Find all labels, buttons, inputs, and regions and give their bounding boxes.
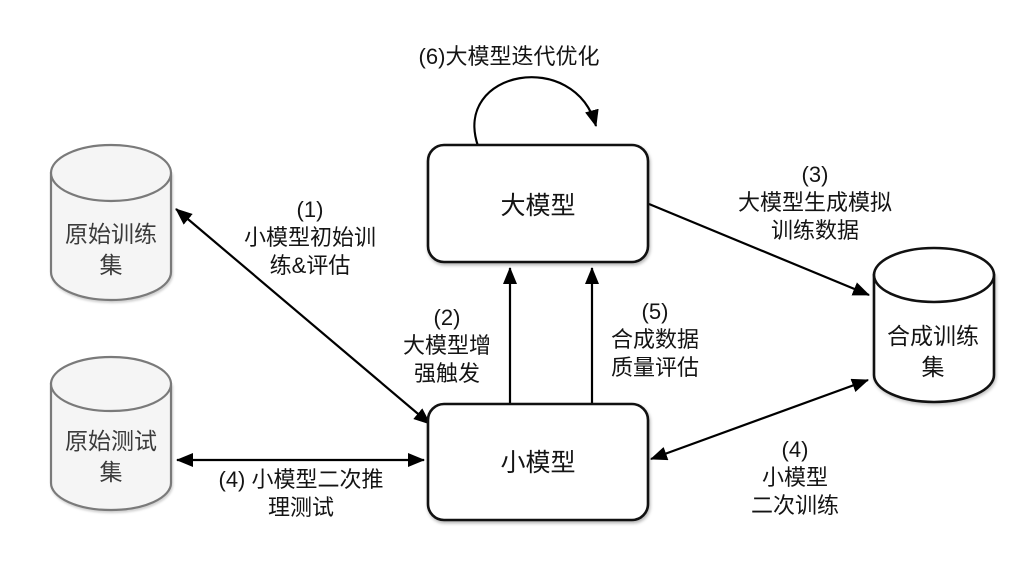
edge-label-4-inference-test: (4) 小模型二次推 理测试: [218, 467, 384, 520]
edge-label-2-enhance-trigger: (2) 大模型增 强触发: [402, 305, 492, 386]
arrow-6-self-loop: [473, 76, 599, 147]
label-original-train-set: 原始训练 集: [65, 221, 157, 278]
label-original-test-set: 原始测试 集: [65, 428, 157, 485]
edge-label-1-initial-train-eval: (1) 小模型初始训 练&评估: [243, 197, 377, 278]
edge-label-4-secondary-train: (4) 小模型 二次训练: [750, 437, 840, 518]
edge-label-6-iterative-optimization: (6)大模型迭代优化: [418, 44, 600, 69]
arrow-4-secondary-train: [650, 378, 869, 461]
cylinder-synthetic-train-set: [872, 246, 996, 404]
edge-label-3-generate-data: (3) 大模型生成模拟 训练数据: [737, 162, 893, 243]
edge-label-5-quality-eval: (5) 合成数据 质量评估: [610, 299, 700, 380]
arrow-1-train-eval: [175, 208, 431, 425]
box-large-model: [426, 143, 650, 264]
cylinder-original-test-set: [49, 355, 173, 512]
cylinder-original-train-set: [49, 143, 173, 302]
box-small-model: [426, 402, 650, 522]
label-synthetic-train-set: 合成训练 集: [887, 323, 979, 380]
label-small-model: 小模型: [500, 449, 576, 477]
label-large-model: 大模型: [500, 192, 576, 220]
arrow-3-generate-data: [648, 202, 870, 297]
